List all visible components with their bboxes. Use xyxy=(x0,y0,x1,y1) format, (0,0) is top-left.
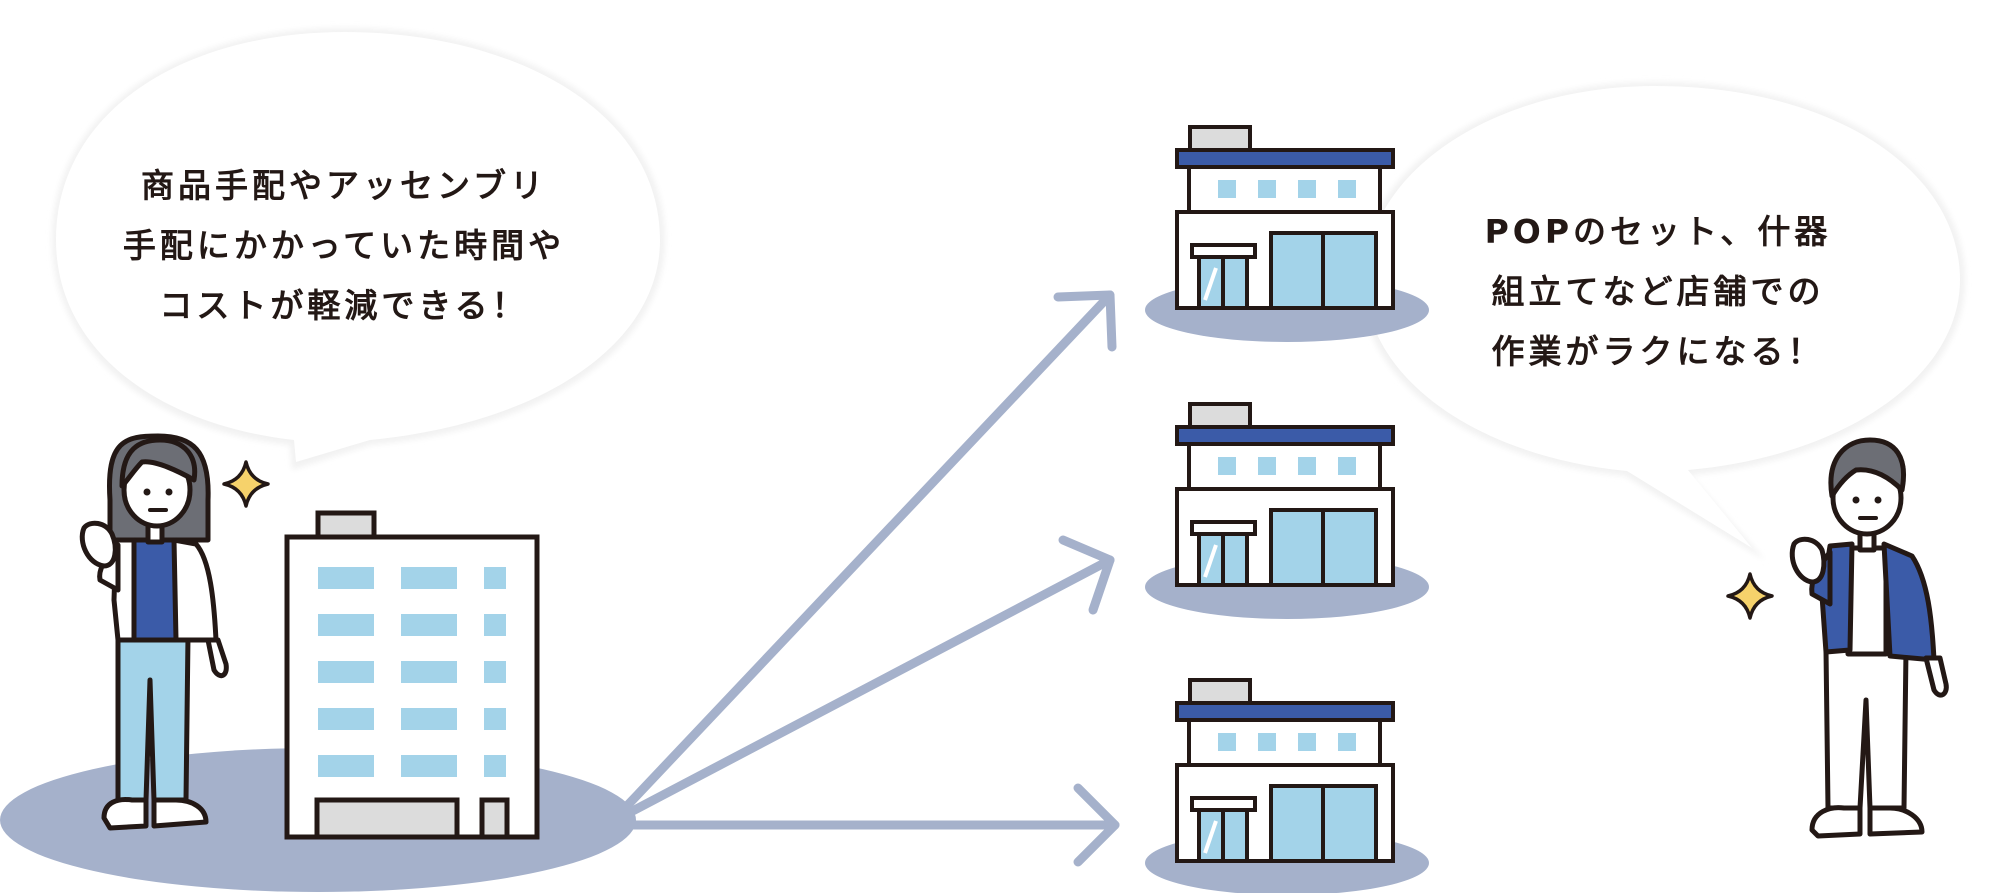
right-bubble-line: POPのセット、什器 xyxy=(1484,212,1832,251)
distribution-arrows xyxy=(620,290,1120,867)
left-bubble-line: 手配にかかっていた時間や xyxy=(122,226,566,265)
left-bubble-text: 商品手配やアッセンブリ 手配にかかっていた時間や コストが軽減できる！ xyxy=(84,156,604,336)
right-bubble-line: 作業がラクになる！ xyxy=(1491,332,1825,371)
left-bubble-line: コストが軽減できる！ xyxy=(159,286,529,325)
sparkle-icon xyxy=(1726,572,1774,620)
left-bubble-line: 商品手配やアッセンブリ xyxy=(140,166,547,205)
arrow-to-store-3 xyxy=(620,783,1120,867)
arrow-to-store-1 xyxy=(620,290,1117,813)
left-speech-bubble xyxy=(52,28,665,470)
store-building-icon xyxy=(1143,125,1431,344)
right-bubble-text: POPのセット、什器 組立てなど店舗での 作業がラクになる！ xyxy=(1418,202,1898,382)
store-building-icon xyxy=(1143,678,1431,893)
right-bubble-line: 組立てなど店舗での xyxy=(1491,272,1825,311)
headquarters-building-icon xyxy=(284,510,540,840)
man-character xyxy=(1789,437,1949,839)
right-speech-bubble xyxy=(1360,82,1965,560)
store-building-icon xyxy=(1143,402,1431,621)
arrow-to-store-2 xyxy=(620,535,1115,820)
sparkle-icon xyxy=(222,460,270,508)
woman-character xyxy=(79,433,229,831)
